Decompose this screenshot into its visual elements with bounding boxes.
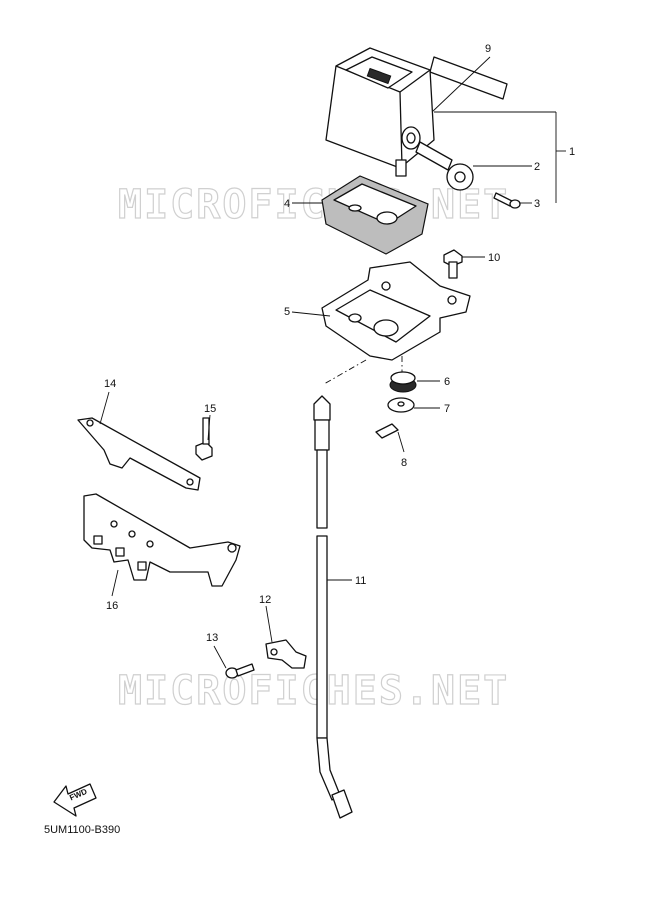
- part-8-clip: [375, 423, 405, 453]
- callout-2: 2: [534, 161, 540, 173]
- part-5-meter-case: [291, 261, 471, 361]
- callout-14: 14: [104, 378, 116, 390]
- watermark-bottom: MICROFICHES.NET: [118, 668, 509, 714]
- part-15-bolt: [195, 414, 213, 461]
- part-16-bracket: [83, 493, 241, 597]
- callout-13: 13: [206, 632, 218, 644]
- part-14-stay: [77, 391, 201, 491]
- part-9-strip: [429, 56, 508, 113]
- callout-10: 10: [488, 252, 500, 264]
- fwd-arrow-icon: FWD: [53, 783, 97, 817]
- callout-12: 12: [259, 594, 271, 606]
- part-4-gasket: [292, 175, 429, 255]
- callout-9: 9: [485, 43, 491, 55]
- callout-15: 15: [204, 403, 216, 415]
- callout-7: 7: [444, 403, 450, 415]
- part-11-cable: [313, 395, 353, 819]
- part-2-gear: [415, 141, 532, 191]
- callout-4: 4: [284, 198, 290, 210]
- guide-line-meter: [323, 359, 367, 385]
- part-6-grommet: [389, 371, 440, 393]
- part-12-clamp: [265, 605, 307, 669]
- diagram-code: 5UM1100-B390: [44, 824, 120, 836]
- callout-3: 3: [534, 198, 540, 210]
- callout-16: 16: [106, 600, 118, 612]
- part-3-screw: [493, 192, 532, 209]
- watermark-top: MICROFICHES.NET: [118, 182, 509, 228]
- part-1-meter-housing: [325, 47, 566, 203]
- callout-11: 11: [355, 575, 366, 587]
- callout-5: 5: [284, 306, 290, 318]
- part-10-bolt: [443, 249, 485, 279]
- callout-1: 1: [569, 146, 575, 158]
- callout-8: 8: [401, 457, 407, 469]
- callout-6: 6: [444, 376, 450, 388]
- part-13-screw: [213, 645, 255, 679]
- part-7-washer: [387, 397, 440, 413]
